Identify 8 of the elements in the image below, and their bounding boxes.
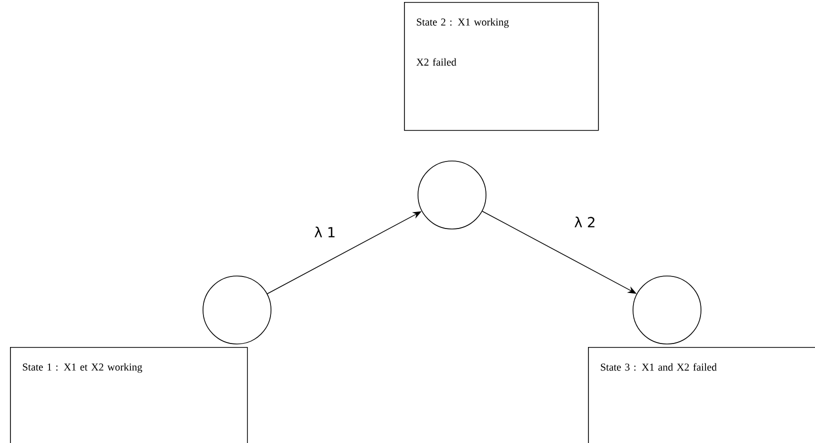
state-box: State 1 : X1 et X2 working	[10, 347, 248, 443]
state-box: State 2 : X1 working X2 failed	[404, 2, 599, 131]
state-circle	[418, 160, 486, 230]
rate-label: λ 2	[574, 216, 594, 228]
state-box: State 3 : X1 and X2 failed	[588, 347, 815, 443]
rate-label: λ 1	[314, 226, 335, 238]
state-circle	[202, 276, 272, 344]
state-circle	[632, 276, 702, 344]
